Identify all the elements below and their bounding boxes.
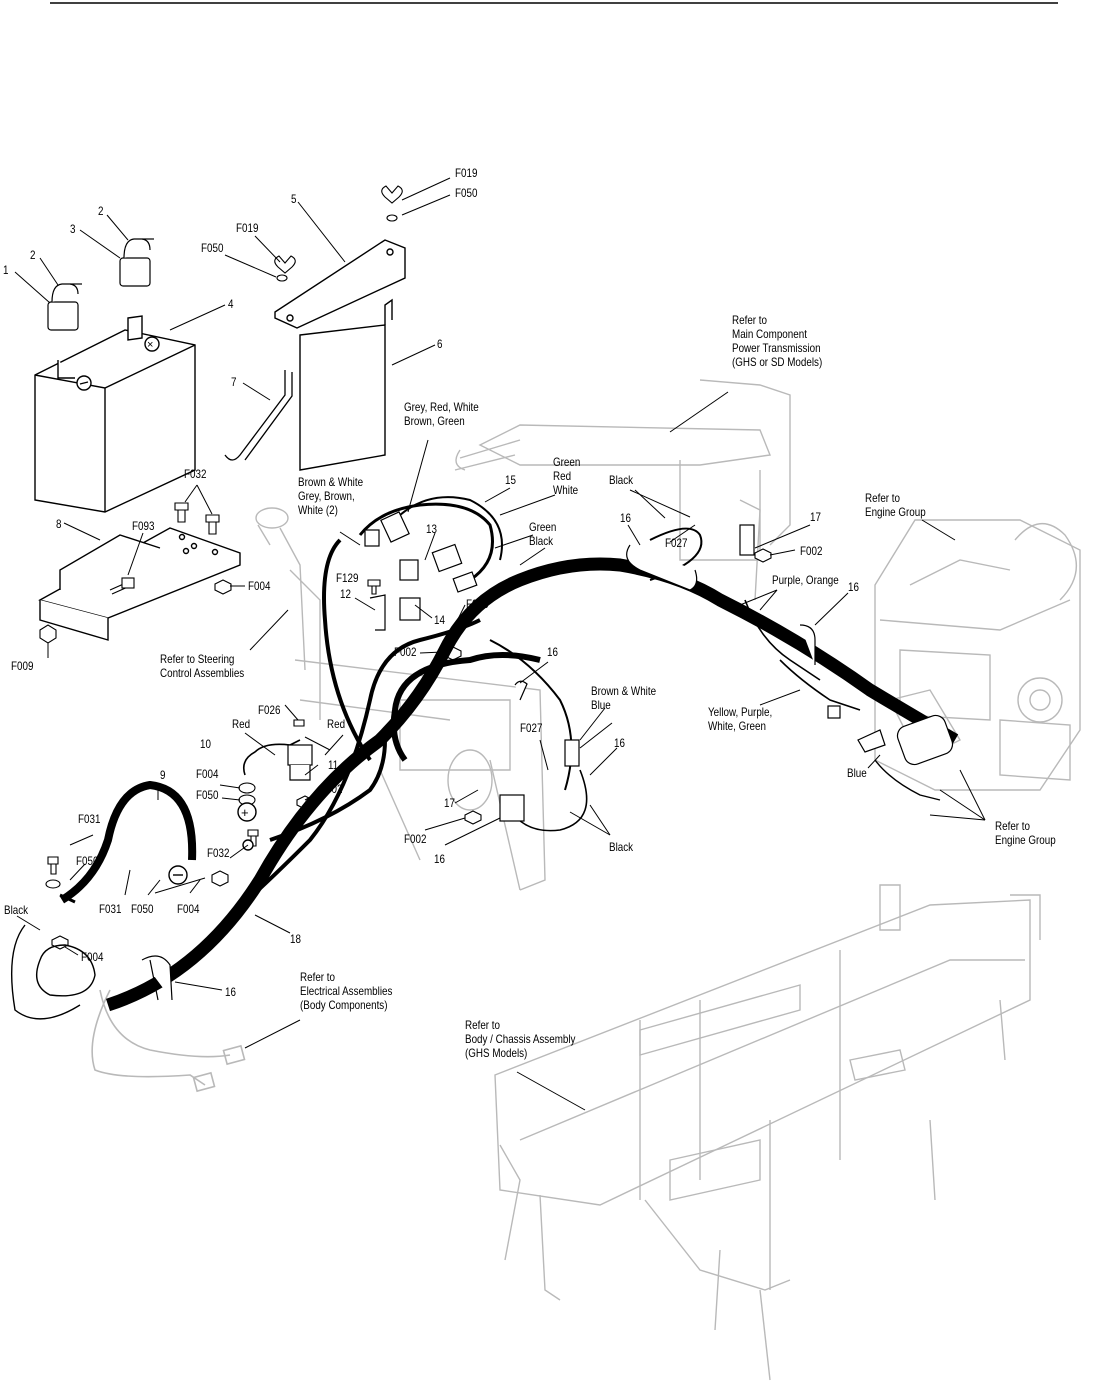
callout-16b: 16 [848,580,859,594]
fastener-f002a: F002 [394,645,417,659]
connectors-and-relays [141,511,954,1001]
callout-2b: 2 [98,204,104,218]
callout-13: 13 [426,522,437,536]
fastener-f050c: F050 [196,788,219,802]
fastener-f004c: F004 [177,902,200,916]
fastener-f031a: F031 [78,812,101,826]
callout-15: 15 [505,473,516,487]
callout-8: 8 [56,517,62,531]
fastener-f002c: F002 [404,832,427,846]
battery-caps [47,238,154,331]
fastener-f026b: F026 [258,703,281,717]
reference-engine-top: Refer to Engine Group [865,491,926,519]
reference-engine-bottom: Refer to Engine Group [995,819,1056,847]
electrical-assembly-harness [91,989,246,1093]
wire-brown-white-grey: Brown & White Grey, Brown, White (2) [298,475,364,517]
fastener-f004b: F004 [196,767,219,781]
wire-yellow-purple: Yellow, Purple, White, Green [708,705,773,733]
callout-16c: 16 [547,645,558,659]
wire-brown-white-blue: Brown & White Blue [591,684,657,712]
callout-11: 11 [328,758,339,772]
wire-grey-red-white: Grey, Red, White Brown, Green [404,400,479,428]
fastener-f019a: F019 [455,166,478,180]
fastener-f009: F009 [11,659,34,673]
fastener-f027a: F027 [665,536,688,550]
callout-16e: 16 [434,852,445,866]
callout-4: 4 [228,297,234,311]
callout-3: 3 [70,222,76,236]
fastener-f019b: F019 [236,221,259,235]
wire-red-right: Red [327,717,346,731]
callout-6: 6 [437,337,443,351]
wire-black-top: Black [609,473,634,487]
fastener-f004d: F004 [81,950,104,964]
callout-16f: 16 [225,985,236,999]
j-bolt [224,370,293,461]
fastener-f050e: F050 [131,902,154,916]
callout-9: 9 [160,768,166,782]
power-transmission-lever [454,379,791,601]
battery-negative-terminal-icon [79,381,89,385]
fastener-f004a: F004 [248,579,271,593]
callout-16a: 16 [620,511,631,525]
fastener-f093: F093 [132,519,155,533]
callout-17a: 17 [810,510,821,524]
chassis-frame [494,884,1041,1381]
fastener-f050a: F050 [455,186,478,200]
battery: × [34,315,196,513]
fastener-f032a: F032 [184,467,207,481]
svg-text:+: + [241,805,249,820]
reference-main-component: Refer to Main Component Power Transmissi… [732,313,823,369]
callout-16d: 16 [614,736,625,750]
callout-10: 10 [200,737,211,751]
callout-17b: 17 [444,796,455,810]
reference-steering: Refer to Steering Control Assemblies [160,652,245,680]
battery-tray [38,527,241,641]
battery-positive-terminal-icon: × [147,339,153,351]
reference-chassis: Refer to Body / Chassis Assembly (GHS Mo… [465,1018,576,1060]
fastener-f032b: F032 [207,846,230,860]
fastener-f002b: F002 [800,544,823,558]
battery-cover-plate [299,298,393,471]
wing-nut-icon [381,185,403,204]
wire-green-black: Green Black [529,520,557,548]
wire-green-red-white: Green Red White [553,455,581,497]
leader-lines [14,177,986,1111]
steering-column [255,507,546,891]
callout-2a: 2 [30,248,36,262]
fastener-f002d: F002 [320,782,343,796]
fastener-f050b: F050 [201,241,224,255]
callout-14: 14 [434,613,445,627]
fastener-f031b: F031 [99,902,122,916]
callout-18: 18 [290,932,301,946]
callout-1: 1 [3,263,9,277]
callout-12: 12 [340,587,351,601]
reference-electrical: Refer to Electrical Assemblies (Body Com… [300,970,393,1012]
callout-7: 7 [231,375,237,389]
fastener-f026a: F026 [466,597,489,611]
bolt-icon [174,502,189,523]
wire-purple-orange: Purple, Orange [772,573,839,587]
callout-5: 5 [291,192,297,206]
wire-black-mid: Black [609,840,634,854]
washer-icon [386,214,398,222]
fastener-f027b: F027 [520,721,543,735]
wire-red-left: Red [232,717,251,731]
fastener-f050d: F050 [76,854,99,868]
battery-hold-down-bracket [274,239,406,329]
nut-icon [214,579,232,595]
fastener-f129: F129 [336,571,359,585]
wire-black-left: Black [4,903,29,917]
wire-blue: Blue [847,766,867,780]
